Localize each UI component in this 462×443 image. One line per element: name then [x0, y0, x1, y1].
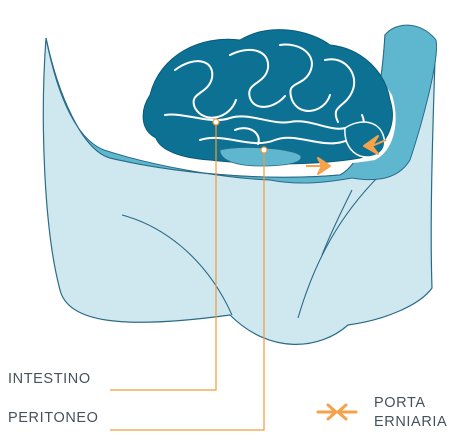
- legend-arrow-left-icon: [338, 405, 356, 419]
- leader-dot-peritoneo: [261, 147, 267, 153]
- label-intestino: INTESTINO: [8, 371, 91, 388]
- legend-arrow-right-icon: [318, 405, 336, 419]
- label-porta: PORTA: [374, 395, 426, 412]
- leader-dot-intestino: [213, 119, 219, 125]
- label-peritoneo: PERITONEO: [8, 410, 99, 427]
- label-erniaria: ERNIARIA: [374, 414, 447, 431]
- intestine-loops: [143, 30, 392, 164]
